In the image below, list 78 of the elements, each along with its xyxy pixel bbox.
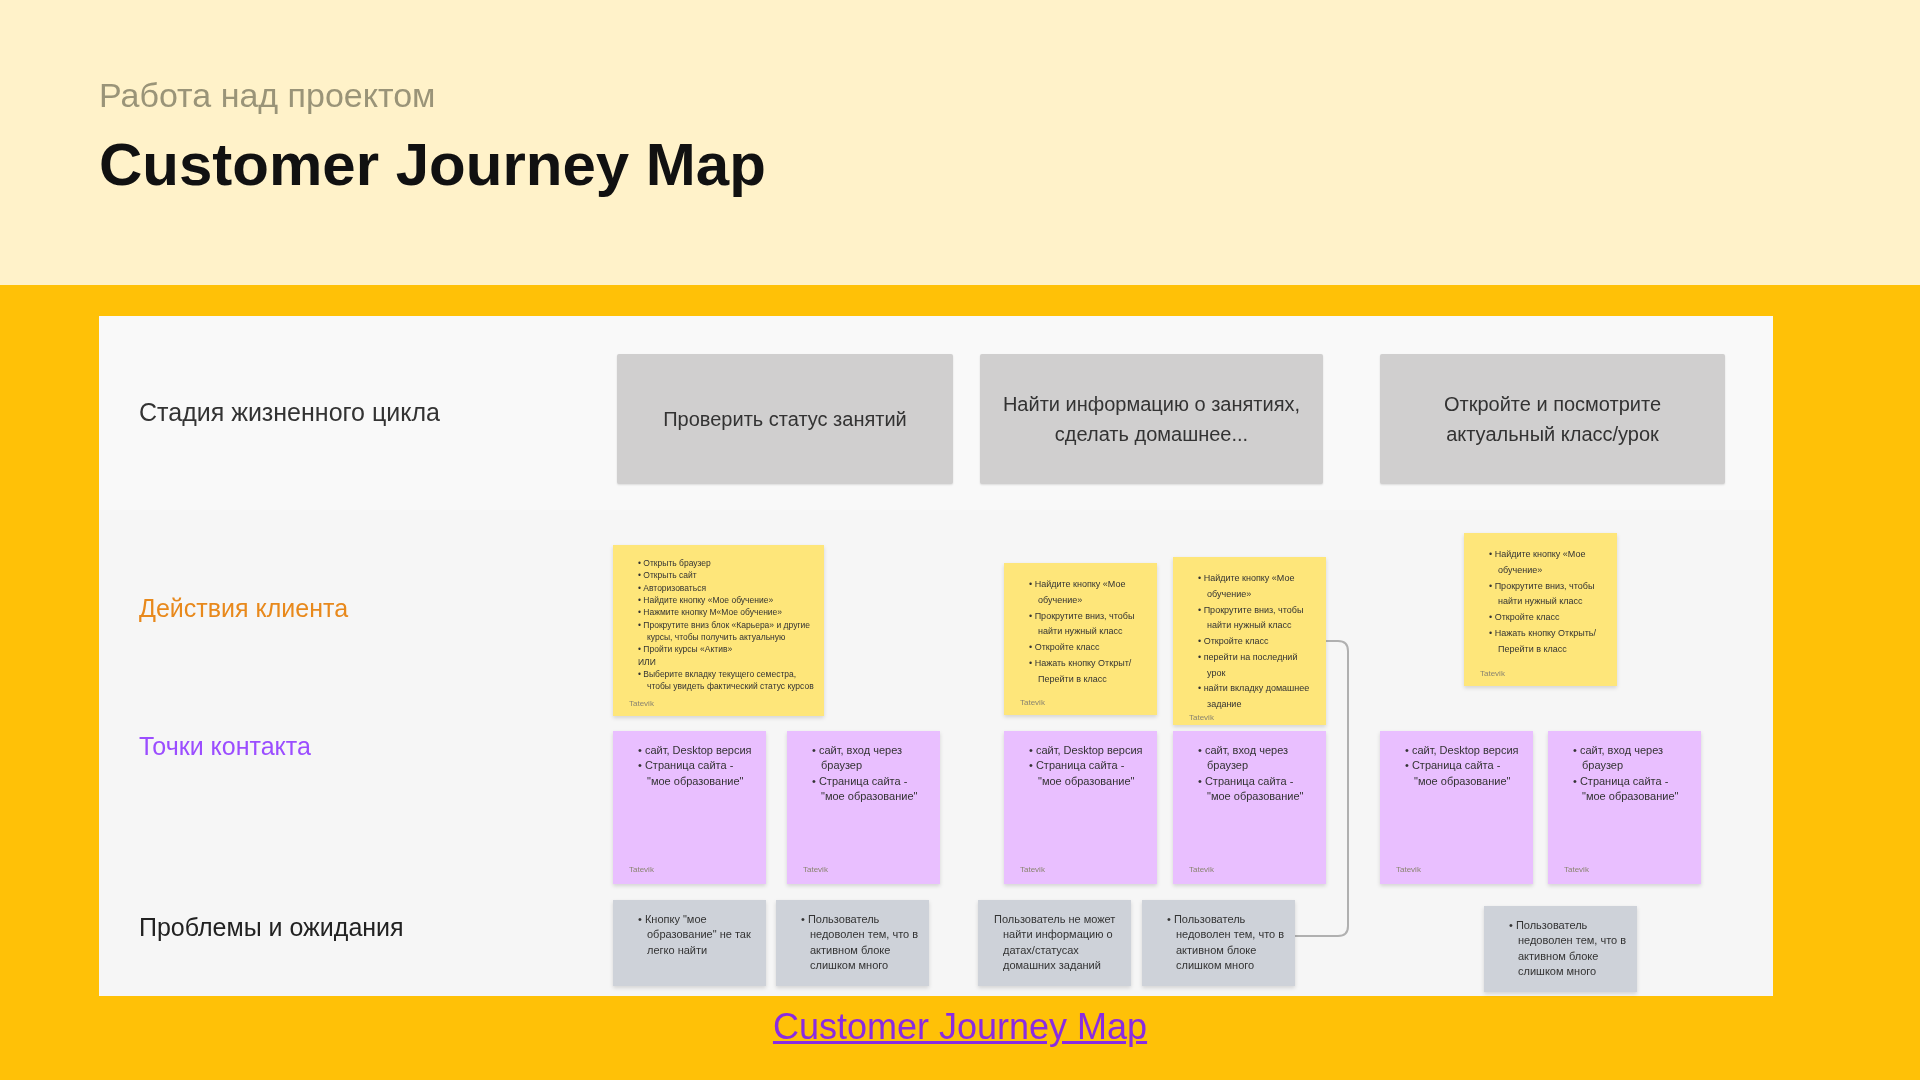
note-text: • Откройте класс [1198,635,1270,648]
sticky-note [613,900,766,986]
author-name: Tatevik [1564,865,1590,874]
note-text: • Найдите кнопку «Мое обучение» [1029,578,1127,607]
title: Customer Journey Map [99,130,766,199]
stage-text: Найти информацию о занятиях, сделать домашнее... [1001,392,1302,447]
note-text: • найти вкладку домашнее задание [1198,682,1311,711]
note-text: • Найдите кнопку «Мое обучение» [638,593,775,607]
row-label: Действия клиента [139,594,349,623]
author-name: Tatevik [803,865,829,874]
sticky-note [1548,731,1701,884]
note-text: • Страница сайта - "мое образование" [1405,758,1512,789]
sticky-note [1004,731,1157,884]
sticky-note [1004,563,1157,715]
note-text: • Страница сайта - "мое образование" [1573,773,1680,805]
author-name: Tatevik [1020,865,1046,874]
sticky-note [787,731,940,884]
note-text: • Нажать кнопку Открыт/ Перейти в класс [1029,656,1133,686]
author-name: Tatevik [1480,669,1506,678]
stage-box [617,354,953,484]
note-text: • Прокрутите вниз, чтобы найти нужный класс [1029,609,1136,639]
sticky-note [1464,533,1617,686]
note-text: • Кнопку "мое образование" не так легко найти [638,912,752,958]
note-text: • Пользователь недоволен тем, что в активном блоке слишком много [1509,918,1627,980]
row-label: Точки контакта [139,732,311,761]
note-text: • сайт, вход через браузер [1198,743,1290,774]
sticky-note [1380,731,1533,884]
subtitle: Работа над проектом [99,76,436,115]
sticky-note [776,900,929,986]
note-text: • Пройти курсы «Актив» [638,643,734,656]
note-text: Пользователь не может найти информацию о датах/статусах домашних заданий [994,912,1117,974]
sticky-note [613,545,824,716]
note-text: • перейти на последний урок [1198,650,1299,680]
author-name: Tatevik [1396,865,1422,874]
connector-line [1294,640,1349,937]
stage-box [980,354,1323,484]
sticky-note [1173,557,1326,725]
row-label: Проблемы и ожидания [139,913,404,942]
note-text: • Найдите кнопку «Мое обучение» [1489,548,1587,577]
sticky-note [978,900,1131,986]
stage-text: Проверить статус занятий [663,407,907,432]
sticky-note [1142,900,1295,986]
note-text: • Страница сайта - "мое образование" [638,758,745,789]
note-text: • сайт, вход через браузер [812,743,904,774]
author-name: Tatevik [1020,698,1046,707]
note-text: • Прокрутите вниз, чтобы найти нужный класс [1489,579,1596,609]
note-text: • Страница сайта - "мое образование" [1198,773,1305,805]
sticky-note [1484,906,1637,992]
note-text: • Прокрутите вниз, чтобы найти нужный класс [1198,603,1305,633]
note-text: ИЛИ [638,655,657,668]
note-text: • Прокрутите вниз блок «Карьера» и другие курсы, чтобы получить актуальную [638,618,811,644]
note-text: • Страница сайта - "мое образование" [812,773,919,805]
note-text: • сайт, Desktop версия [1405,743,1520,758]
link: Customer Journey Map [771,1006,1149,1048]
note-text: • сайт, вход через браузер [1573,743,1665,774]
note-text: • Выберите вкладку текущего семестра, чтобы увидеть фактический статус курсов [638,667,814,693]
note-text: • Открыть браузер [638,557,712,570]
author-name: Tatevik [1189,865,1215,874]
author-name: Tatevik [1189,712,1215,722]
note-text: • Страница сайта - "мое образование" [1029,758,1136,789]
note-text: • Откройте класс [1029,641,1101,654]
stage-text: Откройте и посмотрите актуальный класс/урок [1442,392,1663,447]
stage-box [1380,354,1725,484]
note-text: • сайт, Desktop версия [638,743,753,758]
note-text: • Найдите кнопку «Мое обучение» [1198,572,1296,601]
note-text: • Открыть сайт [638,569,698,582]
note-text: • Откройте класс [1489,611,1561,624]
sticky-note [613,731,766,884]
note-text: • Нажать кнопку Открыть/ Перейти в класс [1489,626,1597,656]
author-name: Tatevik [629,699,655,708]
note-text: • Нажмите кнопку М«Мое обучение» [638,606,784,619]
note-text: • Авторизоваться [638,581,707,594]
note-text: • Пользователь недоволен тем, что в активном блоке слишком много [801,912,919,974]
sticky-note [1173,731,1326,884]
row-label: Стадия жизненного цикла [139,398,440,427]
note-text: • Пользователь недоволен тем, что в активном блоке слишком много [1167,912,1285,974]
note-text: • сайт, Desktop версия [1029,743,1144,758]
author-name: Tatevik [629,865,655,874]
